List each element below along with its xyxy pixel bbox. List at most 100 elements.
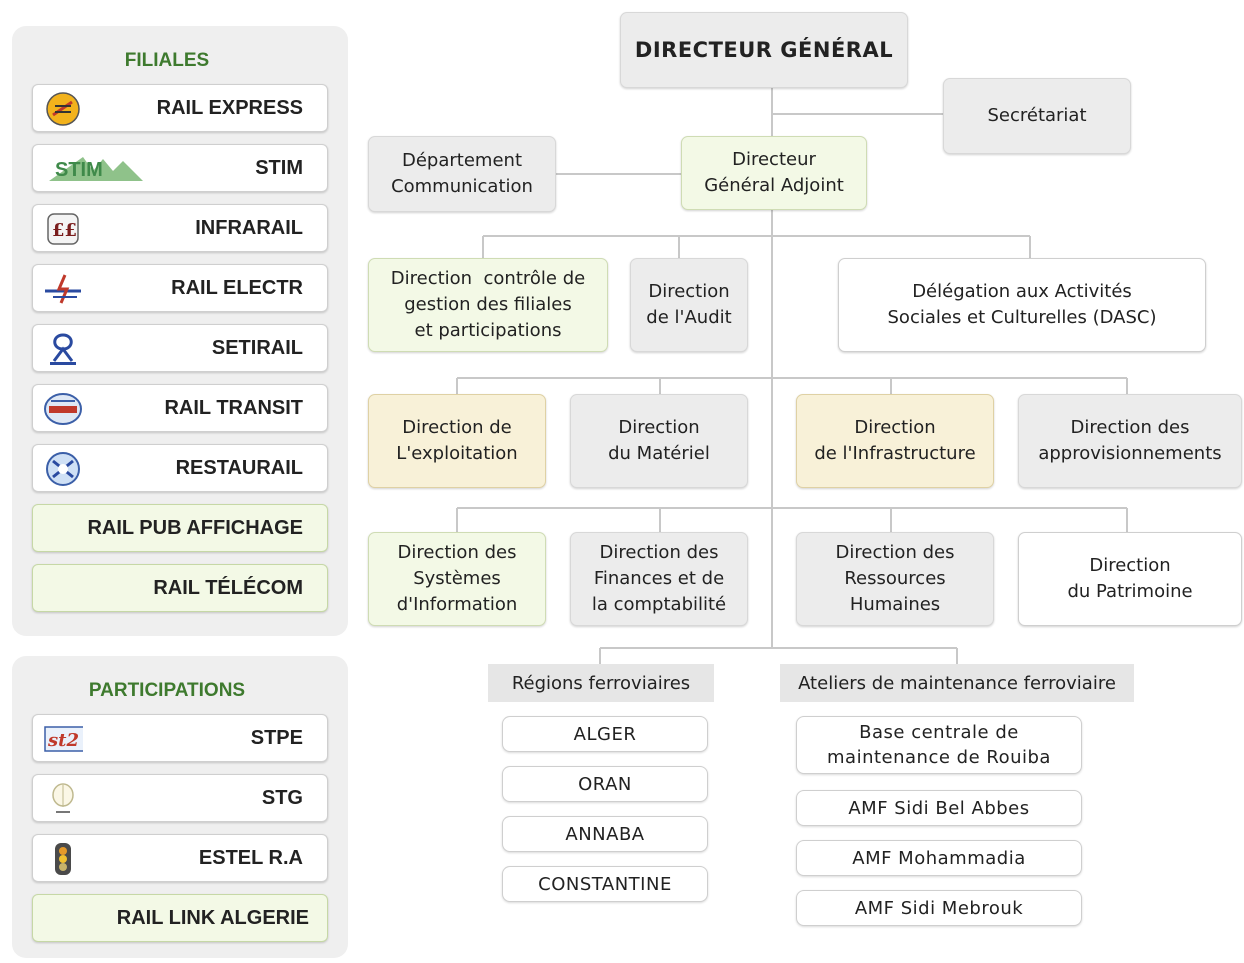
box-line: L'exploitation [396,443,518,464]
box-line: Direction des [1070,417,1190,438]
atelier-label: AMF Sidi Mebrouk [854,897,1024,919]
box-line: du Matériel [608,443,710,464]
region-item[interactable]: CONSTANTINE [502,866,708,902]
svg-text:st2: st2 [47,730,79,751]
filiale-restaurail[interactable]: RESTAURAIL [32,444,328,492]
box-line: Direction de [402,417,512,438]
filiale-infrarail[interactable]: ££ INFRARAIL [32,204,328,252]
direction-systemes-information-box[interactable]: Direction des Systèmes d'Information [368,532,546,626]
box-line: Systèmes [413,568,501,589]
secretariat-box[interactable]: Secrétariat [943,78,1131,154]
stg-logo [43,781,83,817]
filiale-rail-transit[interactable]: RAIL TRANSIT [32,384,328,432]
participation-stg[interactable]: STG [32,774,328,822]
infrarail-logo: ££ [43,211,83,247]
box-line: du Patrimoine [1067,581,1193,602]
participation-rail-link-algerie[interactable]: RAIL LINK ALGERIE [32,894,328,942]
restaurail-logo [43,451,83,487]
box-line: gestion des filiales [404,294,572,315]
participation-estel[interactable]: ESTEL R.A [32,834,328,882]
filiale-setirail[interactable]: SETIRAIL [32,324,328,372]
stim-logo: STIM [43,151,147,187]
atelier-item[interactable]: AMF Mohammadia [796,840,1082,876]
dasc-box[interactable]: Délégation aux Activités Sociales et Cul… [838,258,1206,352]
box-line: Ressources [844,568,946,589]
filiale-label: RAIL TRANSIT [164,396,303,419]
filiale-label: RAIL ELECTR [171,276,303,299]
box-line: Sociales et Culturelles (DASC) [887,307,1157,328]
box-line: Délégation aux Activités [912,281,1132,302]
direction-patrimoine-box[interactable]: Direction du Patrimoine [1018,532,1242,626]
participation-stpe[interactable]: st2 STPE [32,714,328,762]
ateliers-title: Ateliers de maintenance ferroviaire [798,672,1116,694]
box-line: Direction des [397,542,517,563]
filiale-label: RAIL TÉLÉCOM [153,576,303,599]
atelier-item[interactable]: Base centrale de maintenance de Rouiba [796,716,1082,774]
atelier-item[interactable]: AMF Sidi Bel Abbes [796,790,1082,826]
box-line: Département [402,150,522,171]
regions-header: Régions ferroviaires [488,664,714,702]
region-item[interactable]: ANNABA [502,816,708,852]
rail-electr-logo [43,271,83,307]
svg-text:££: ££ [52,220,77,241]
box-line: approvisionnements [1038,443,1222,464]
departement-communication-box[interactable]: Département Communication [368,136,556,212]
participation-label: RAIL LINK ALGERIE [116,906,309,929]
filiale-stim[interactable]: STIM STIM [32,144,328,192]
direction-infrastructure-box[interactable]: Direction de l'Infrastructure [796,394,994,488]
atelier-label: Base centrale de [859,722,1019,743]
box-line: la comptabilité [591,594,727,615]
box-line: Direction des [835,542,955,563]
participations-title: PARTICIPATIONS [88,680,246,701]
filiale-label: RESTAURAIL [175,456,303,479]
filiale-label: RAIL PUB AFFICHAGE [87,516,303,539]
filiale-label: STIM [255,156,303,179]
filiale-rail-express[interactable]: RAIL EXPRESS [32,84,328,132]
direction-finances-box[interactable]: Direction des Finances et de la comptabi… [570,532,748,626]
box-line: Humaines [849,594,941,615]
box-line: Direction [854,417,936,438]
box-line: de l'Audit [646,307,732,328]
participation-label: STG [261,786,303,809]
rail-express-logo [43,91,83,127]
box-line: Direction [648,281,730,302]
setirail-logo [43,331,83,367]
box-line: Général Adjoint [704,175,844,196]
rail-transit-logo [43,391,83,427]
direction-approvisionnements-box[interactable]: Direction des approvisionnements [1018,394,1242,488]
box-line: Direction [1089,555,1171,576]
regions-title: Régions ferroviaires [511,672,691,694]
filiale-rail-telecom[interactable]: RAIL TÉLÉCOM [32,564,328,612]
box-line: Direction [618,417,700,438]
atelier-label: AMF Mohammadia [852,847,1026,869]
box-line: Communication [391,176,533,197]
filiale-rail-pub-affichage[interactable]: RAIL PUB AFFICHAGE [32,504,328,552]
box-line: Direction contrôle de [390,268,586,289]
stpe-logo: st2 [43,721,83,757]
direction-audit-box[interactable]: Direction de l'Audit [630,258,748,352]
filiale-label: RAIL EXPRESS [156,96,303,119]
filiale-label: INFRARAIL [195,216,303,239]
participation-label: STPE [250,726,303,749]
region-label: ANNABA [565,823,645,845]
direction-controle-gestion-box[interactable]: Direction contrôle de gestion des filial… [368,258,608,352]
directeur-general-adjoint-box[interactable]: Directeur Général Adjoint [681,136,867,210]
box-line: d'Information [396,594,518,615]
region-item[interactable]: ALGER [502,716,708,752]
directeur-general-label: DIRECTEUR GÉNÉRAL [634,38,894,62]
region-item[interactable]: ORAN [502,766,708,802]
filiale-rail-electr[interactable]: RAIL ELECTR [32,264,328,312]
svg-text:STIM: STIM [55,159,103,181]
region-label: ORAN [578,773,632,795]
direction-materiel-box[interactable]: Direction du Matériel [570,394,748,488]
secretariat-label: Secrétariat [987,105,1087,126]
region-label: CONSTANTINE [538,873,672,895]
direction-exploitation-box[interactable]: Direction de L'exploitation [368,394,546,488]
direction-ressources-humaines-box[interactable]: Direction des Ressources Humaines [796,532,994,626]
directeur-general-box[interactable]: DIRECTEUR GÉNÉRAL [620,12,908,88]
atelier-item[interactable]: AMF Sidi Mebrouk [796,890,1082,926]
filiale-label: SETIRAIL [211,336,303,359]
filiales-title: FILIALES [124,50,210,71]
participation-label: ESTEL R.A [198,846,303,869]
